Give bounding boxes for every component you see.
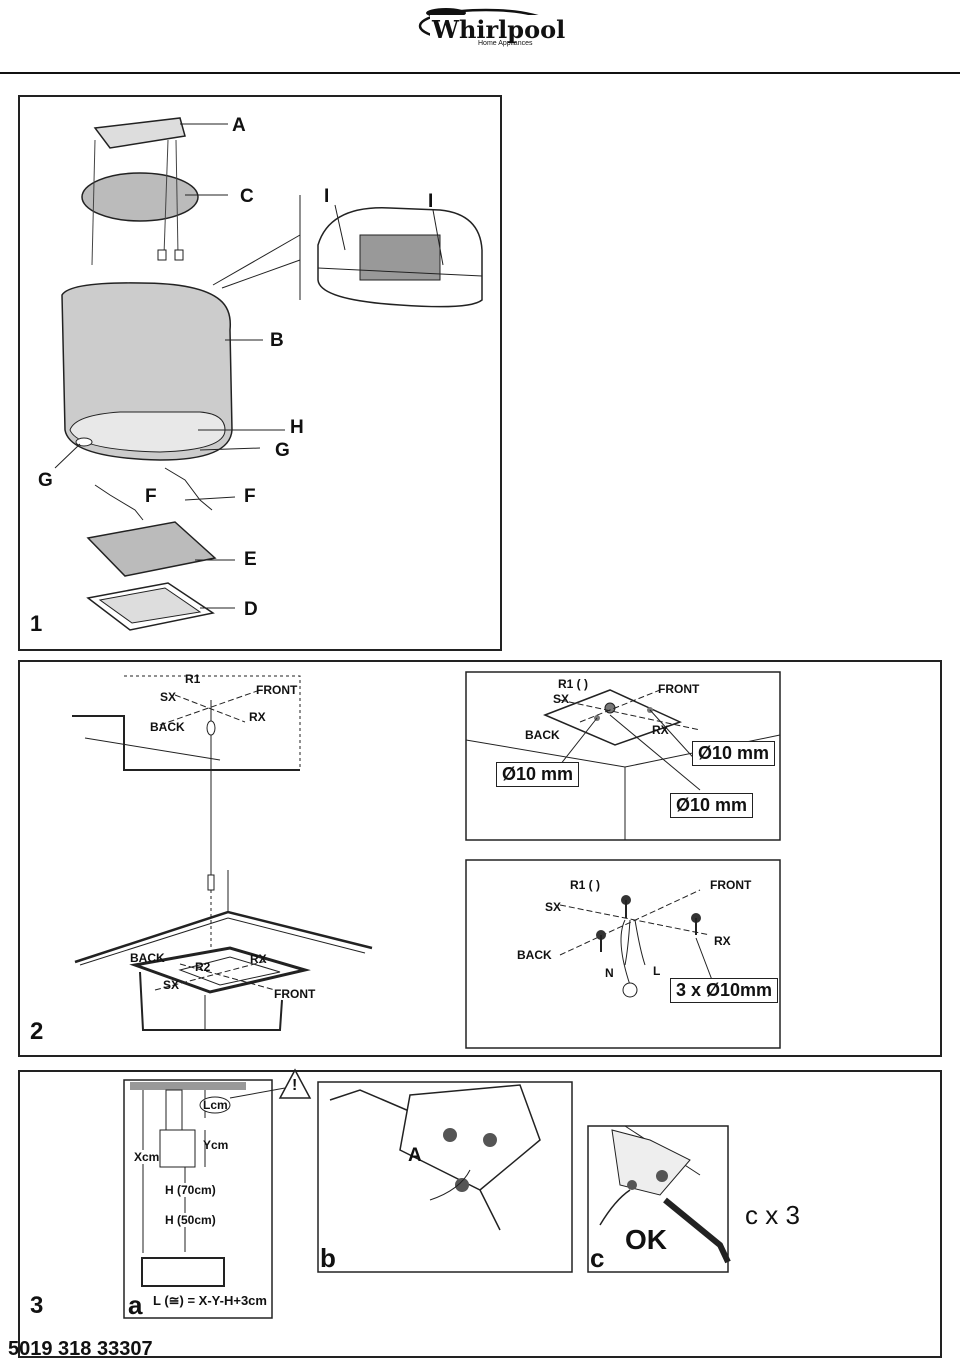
label-G-left: G: [38, 470, 53, 491]
label-E: E: [244, 549, 257, 570]
label-I-left: I: [324, 186, 330, 207]
p2-tr-diameter-bottom: Ø10 mm: [670, 793, 754, 818]
p3-a-formula: L (≅) = X-Y-H+3cm: [153, 1293, 267, 1308]
p2-tr-diameter-right: Ø10 mm: [692, 741, 776, 766]
p3-a-h50: H (50cm): [165, 1213, 216, 1227]
p2-left-sx2: SX: [163, 978, 180, 992]
p2-left-back: BACK: [150, 720, 185, 734]
p2-tr-sx: SX: [553, 692, 570, 706]
p3-a-xcm: Xcm: [134, 1150, 160, 1164]
p2-br-r1: R1 ( ): [570, 878, 600, 892]
p2-left-back2: BACK: [130, 951, 165, 965]
label-F-left: F: [145, 486, 157, 507]
p2-left-r2: R2: [195, 960, 211, 974]
p2-br-front: FRONT: [710, 878, 752, 892]
figure-number-1: 1: [30, 611, 43, 636]
label-B: B: [270, 330, 284, 351]
p2-br-l: L: [653, 964, 661, 978]
p2-tr-r1: R1 ( ): [558, 677, 588, 691]
figure-number-3: 3: [30, 1292, 44, 1319]
p2-left-front2: FRONT: [274, 987, 316, 1001]
p2-br-rx: RX: [714, 934, 731, 948]
p3-a-h70: H (70cm): [165, 1183, 216, 1197]
p2-left-sx: SX: [160, 690, 177, 704]
p2-tr-diameter-left: Ø10 mm: [496, 762, 580, 787]
p2-tr-front: FRONT: [658, 682, 700, 696]
p2-br-n: N: [605, 966, 614, 980]
p3-letter-c: c: [590, 1243, 605, 1273]
p2-tr-rx: RX: [652, 723, 669, 737]
p3-a-lcm: Lcm: [203, 1098, 228, 1112]
p2-left-rx2: RX: [250, 952, 267, 966]
p2-tr-back: BACK: [525, 728, 560, 742]
p2-left-r1: R1: [185, 672, 201, 686]
p3-warning-icon: !: [292, 1077, 298, 1094]
label-D: D: [244, 599, 258, 620]
p2-left-front: FRONT: [256, 683, 298, 697]
label-H: H: [290, 417, 304, 438]
brand-subtitle: Home Appliances: [478, 40, 533, 47]
p3-c-times: c x 3: [745, 1200, 800, 1230]
figure-number-2: 2: [30, 1018, 44, 1045]
p2-br-back: BACK: [517, 948, 552, 962]
p3-letter-b: b: [320, 1243, 336, 1273]
label-C: C: [240, 186, 254, 207]
brand-name: Whirlpool: [430, 15, 568, 44]
label-A: A: [232, 115, 246, 136]
p3-b-label-A: A: [408, 1145, 422, 1166]
p2-br-holes: 3 x Ø10mm: [670, 978, 779, 1003]
p3-ok: OK: [625, 1224, 667, 1255]
document-code: 5019 318 33307: [8, 1338, 153, 1360]
label-I-right: I: [428, 191, 434, 212]
label-F-right: F: [244, 486, 256, 507]
p2-left-rx: RX: [249, 710, 266, 724]
label-G-right: G: [275, 440, 290, 461]
p3-a-ycm: Ycm: [203, 1138, 229, 1152]
p2-br-sx: SX: [545, 900, 562, 914]
p3-letter-a: a: [128, 1290, 143, 1320]
